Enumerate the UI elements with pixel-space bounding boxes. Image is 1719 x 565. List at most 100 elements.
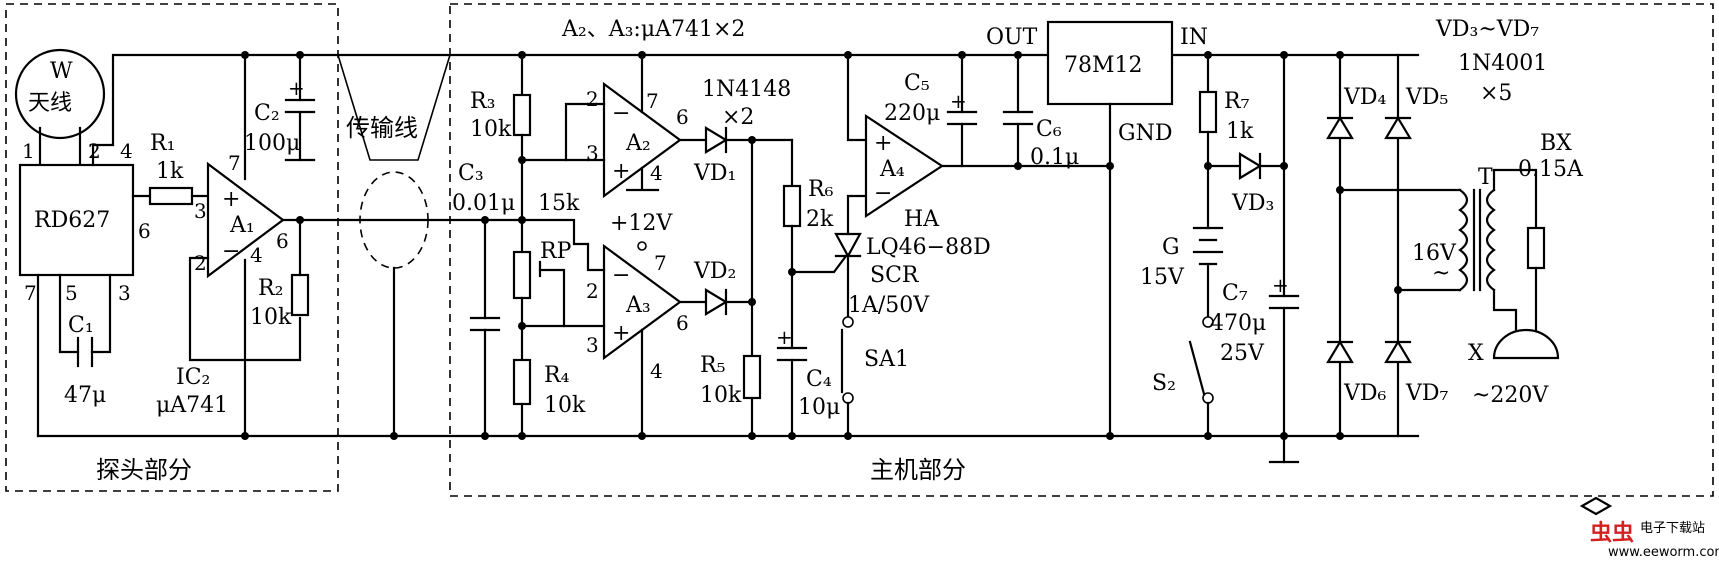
rd627-pin-4: 4 <box>120 139 133 163</box>
sa1-ref: SA1 <box>864 347 909 372</box>
r7-resistor <box>1198 90 1218 134</box>
c5-polarity: + <box>950 89 967 113</box>
c2-value: 100μ <box>244 131 300 156</box>
c6-value: 0.1μ <box>1030 145 1079 170</box>
a2-pin-3: 3 <box>586 141 599 165</box>
vd1-vd2-type: 1N4148 <box>702 77 791 102</box>
a2-ref: A₂ <box>625 131 651 156</box>
s2-blade <box>1188 340 1206 396</box>
transformer-primary <box>1485 188 1496 292</box>
regulator-name: 78M12 <box>1064 53 1143 78</box>
a2-minus-wire <box>564 102 590 162</box>
r7-value: 1k <box>1226 119 1254 144</box>
fuse-top-wire <box>1492 168 1538 230</box>
ha-ref: HA <box>904 207 940 232</box>
a3-pin7-terminal <box>637 241 647 251</box>
watermark-logo: 虫虫 <box>1590 520 1634 546</box>
fuse-ref: BX <box>1540 131 1572 156</box>
a1-plus: + <box>222 187 240 212</box>
r2-resistor <box>290 273 310 317</box>
a3-minus: − <box>612 263 630 288</box>
rd627-pin-1: 1 <box>22 139 35 163</box>
ic2-ref: IC₂ <box>176 365 210 390</box>
c1-left-wire <box>58 273 80 354</box>
ha-buzzer <box>864 113 945 219</box>
a2-pin-7: 7 <box>646 89 659 113</box>
r3-value: 10k <box>470 117 512 142</box>
supply-rail <box>91 53 1050 147</box>
vd3-diode <box>1238 152 1263 180</box>
vd3-ref: VD₃ <box>1231 191 1274 216</box>
a1-ref: A₁ <box>229 213 255 238</box>
opamp-a1 <box>206 161 285 279</box>
r4-value: 10k <box>544 393 586 418</box>
vd5-ref: VD₅ <box>1405 85 1448 110</box>
a1-pin-4: 4 <box>250 243 263 267</box>
sa1-contact-top <box>842 316 854 328</box>
a1-minus: − <box>222 239 240 264</box>
vd1-ref: VD₁ <box>693 161 736 186</box>
a1-pin-6: 6 <box>276 229 289 253</box>
rd627-pin-5: 5 <box>65 281 78 305</box>
rd627-chip <box>18 163 135 277</box>
scr-gate-wire <box>790 254 848 274</box>
bx-fuse <box>1526 226 1546 270</box>
a2-plus: + <box>612 159 630 184</box>
vd1-vd2-qty: ×2 <box>722 105 754 130</box>
a2-pin-2: 2 <box>586 87 599 111</box>
r7-ref: R₇ <box>1224 89 1250 114</box>
r2-ref: R₂ <box>258 276 283 301</box>
a3-pin-4: 4 <box>650 359 663 383</box>
vd5-diode <box>1384 115 1412 140</box>
rp-wiper-wire <box>520 268 566 328</box>
r1-value: 1k <box>156 159 184 184</box>
host-section-border <box>449 3 1714 497</box>
s2-ref: S₂ <box>1152 371 1176 396</box>
cable-shield <box>337 54 451 161</box>
c5-bottom-wire <box>940 122 964 168</box>
c7-ref: C₇ <box>1222 281 1248 306</box>
c4-value: 10μ <box>798 395 840 420</box>
r6-ref: R₆ <box>808 177 834 202</box>
c1-value: 47μ <box>64 383 106 408</box>
a3-pin-3: 3 <box>586 333 599 357</box>
a3-pin-2: 2 <box>586 279 599 303</box>
rd627-pin-7: 7 <box>24 281 37 305</box>
s2-contact-top <box>1202 316 1214 328</box>
diodes-type: 1N4001 <box>1458 51 1547 76</box>
a3-pin-6: 6 <box>676 311 689 335</box>
a2-pin-4: 4 <box>650 161 663 185</box>
regulator-out: OUT <box>986 25 1038 50</box>
probe-section-label: 探头部分 <box>96 456 192 484</box>
rp-value: 15k <box>538 191 580 216</box>
regulator-78m12 <box>1046 20 1174 106</box>
r5-resistor <box>742 354 762 400</box>
r2-value: 10k <box>250 305 292 330</box>
ha-part: LQ46−88D <box>866 235 991 260</box>
battery-ref: G <box>1162 235 1180 260</box>
r1-ref: R₁ <box>150 131 175 156</box>
c3-ref: C₃ <box>458 161 484 186</box>
vd7-diode <box>1384 339 1412 364</box>
plug-left-wire <box>1492 288 1518 332</box>
rd627-pin-6: 6 <box>138 219 151 243</box>
r5-value: 10k <box>700 383 742 408</box>
a2-pin4-wire <box>626 166 660 192</box>
vd4-ref: VD₄ <box>1343 85 1387 110</box>
scr-ref: SCR <box>870 263 920 288</box>
c1-ref: C₁ <box>68 313 94 338</box>
vd4-diode <box>1326 115 1354 140</box>
watermark-name: 电子下载站 <box>1640 521 1705 536</box>
probe-section-border <box>5 3 339 492</box>
vd6-diode <box>1326 339 1354 364</box>
scr-rating: 1A/50V <box>848 293 930 318</box>
transformer-secondary <box>1458 188 1469 292</box>
scr-body <box>834 232 862 259</box>
c7-polarity: + <box>1272 273 1289 297</box>
a1-pin-7: 7 <box>228 151 241 175</box>
a4-ref: A₄ <box>879 157 905 182</box>
ha-minus: − <box>874 181 892 206</box>
vd2-diode <box>704 288 729 316</box>
c5-ref: C₅ <box>904 71 930 96</box>
